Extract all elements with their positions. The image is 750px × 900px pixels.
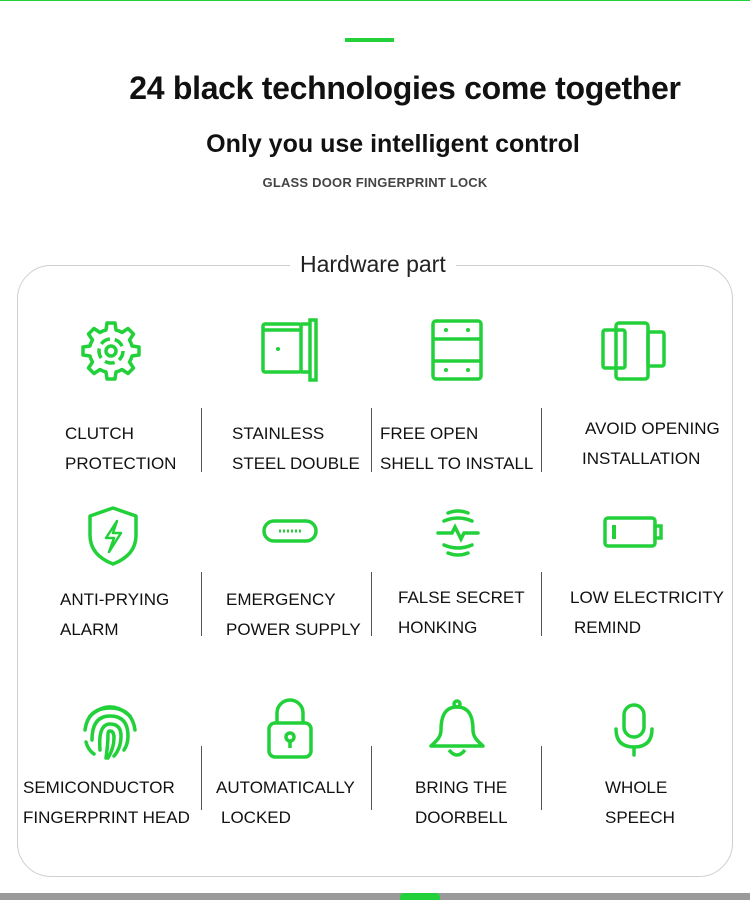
shield-bolt-icon <box>86 505 140 567</box>
panel-title: Hardware part <box>290 248 456 280</box>
column-divider <box>371 408 372 472</box>
bottom-edge-bar <box>0 893 750 900</box>
column-divider <box>541 408 542 472</box>
lock-shell-icon <box>430 318 484 382</box>
top-accent-line <box>0 0 750 1</box>
column-divider <box>371 572 372 636</box>
bell-icon <box>427 698 487 760</box>
page-subtitle: Only you use intelligent control <box>206 130 580 158</box>
low-battery-icon <box>602 515 664 549</box>
double-panel-icon <box>600 320 668 382</box>
column-divider <box>541 572 542 636</box>
microphone-icon <box>612 703 656 757</box>
column-divider <box>371 746 372 810</box>
usb-port-icon <box>261 518 319 544</box>
column-divider <box>201 746 202 810</box>
product-name: GLASS DOOR FINGERPRINT LOCK <box>262 175 488 190</box>
padlock-icon <box>266 697 314 761</box>
bottom-accent-segment <box>400 893 440 900</box>
steel-plate-icon <box>260 318 320 382</box>
fingerprint-icon <box>80 700 140 762</box>
title-accent-dash <box>345 38 394 42</box>
page-title: 24 black technologies come together <box>129 70 681 106</box>
column-divider <box>541 746 542 810</box>
column-divider <box>201 408 202 472</box>
gear-icon <box>80 320 142 382</box>
column-divider <box>201 572 202 636</box>
sound-wave-icon <box>436 507 480 559</box>
